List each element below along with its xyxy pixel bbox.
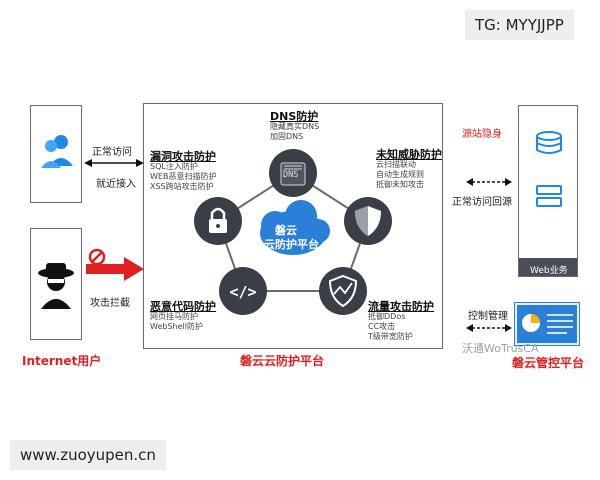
vuln-title: 漏洞攻击防护 (150, 150, 216, 163)
control-platform-label: 磐云管控平台 (512, 356, 585, 370)
nearby-access-label: 就近接入 (96, 179, 136, 190)
hacker-icon (38, 263, 74, 309)
vuln-item-1: WEB恶意扫描防护 (150, 172, 217, 181)
code-node: </> (219, 267, 267, 315)
unknown-item-0: 云扫描联动 (376, 160, 416, 169)
traffic-shield-node (319, 267, 367, 315)
cloud-line2: 云防护平台 (264, 238, 319, 251)
lock-node (194, 197, 242, 245)
cloud-line1: 磐云 (275, 224, 297, 237)
watermark-bottom: www.zuoyupen.cn (10, 440, 166, 470)
back-arrow (466, 178, 512, 186)
normal-back-label: 正常访问回源 (452, 197, 512, 208)
web-server-box (518, 105, 578, 277)
bidirectional-arrow (84, 159, 144, 167)
vuln-item-2: XSS跨站攻击防护 (150, 182, 214, 191)
platform-label: 磐云云防护平台 (240, 354, 325, 368)
attack-block-label: 攻击拦截 (90, 298, 130, 309)
user-box (30, 105, 82, 203)
dns-item-1: 加固DNS (270, 132, 304, 141)
malware-item-1: WebShell防护 (150, 322, 203, 331)
control-arrow (466, 324, 512, 332)
vuln-item-0: SQL注入防护 (150, 162, 198, 171)
traffic-item-0: 抵御DDos (368, 312, 406, 321)
unknown-item-1: 自动生成规则 (376, 170, 424, 179)
dns-title: DNS防护 (270, 110, 319, 123)
malware-item-0: 网页挂马防护 (150, 312, 198, 321)
attack-arrow (86, 257, 144, 281)
cloud-icon (260, 200, 330, 255)
pentagon-diagram: </> (194, 149, 392, 315)
users-icon (41, 135, 73, 168)
unknown-title: 未知威胁防护 (376, 148, 442, 161)
hacker-box (30, 228, 82, 340)
control-manage-label: 控制管理 (468, 311, 508, 322)
wechat-mark: 沃通WoTrusCA (462, 342, 539, 355)
dns-node (269, 149, 317, 197)
watermark-top: TG: MYYJJPP (465, 10, 574, 40)
unknown-item-2: 抵御未知攻击 (376, 180, 424, 189)
control-platform-box (514, 302, 580, 346)
server-icon (536, 131, 562, 207)
web-business-bar (519, 258, 577, 276)
traffic-title: 流量攻击防护 (368, 300, 434, 313)
internet-user-label: Internet用户 (22, 354, 102, 368)
svg-text:</>: </> (229, 283, 256, 301)
web-business-label: Web业务 (530, 266, 568, 276)
normal-access-label: 正常访问 (92, 147, 132, 158)
traffic-item-1: CC攻击 (368, 322, 396, 331)
origin-hidden-label: 源站隐身 (462, 129, 502, 140)
shield-node (344, 197, 392, 245)
traffic-item-2: T级带宽防护 (368, 332, 413, 341)
dns-icon-text: DNS (283, 170, 299, 180)
dns-item-0: 隐藏真实DNS (270, 122, 320, 131)
dashboard-icon (517, 305, 577, 343)
malware-title: 恶意代码防护 (150, 300, 216, 313)
